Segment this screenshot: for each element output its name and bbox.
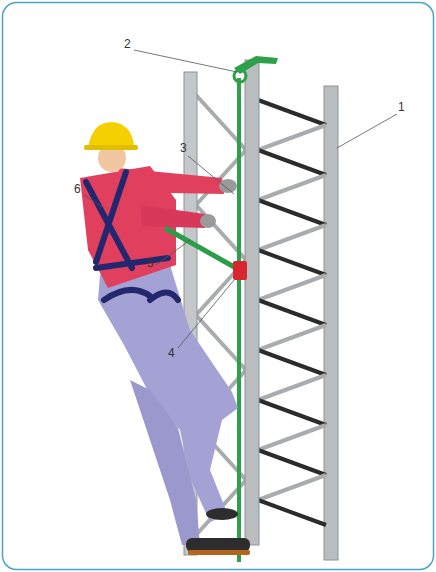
arm [140, 205, 205, 228]
trousers [130, 380, 200, 545]
leader-line [134, 50, 237, 72]
hard-hat-brim [84, 145, 138, 150]
callout-number: 4 [168, 346, 175, 360]
brace [258, 450, 326, 475]
callout-number: 3 [180, 141, 187, 155]
callout-number: 1 [398, 100, 405, 114]
brace [258, 200, 326, 225]
callout-number: 2 [124, 37, 131, 51]
leader-lines [84, 50, 397, 348]
leader-line [188, 156, 234, 194]
hard-hat [88, 122, 134, 148]
callout-number: 5 [147, 256, 154, 270]
brace [258, 250, 326, 275]
brace [258, 375, 326, 400]
leg-loop [104, 290, 150, 300]
callout-number: 6 [74, 182, 81, 196]
brace [258, 400, 326, 425]
brace [258, 225, 326, 250]
tower-leg [245, 60, 259, 545]
harness-strap [96, 172, 126, 262]
leader-line [337, 114, 397, 148]
harness [86, 172, 178, 300]
leader-line [178, 280, 234, 348]
brace [258, 325, 326, 350]
tower-bracing [196, 95, 326, 535]
boot [186, 538, 250, 552]
brace [258, 275, 326, 300]
boot [206, 508, 238, 520]
brace [258, 175, 326, 200]
harness-belt [96, 258, 168, 268]
boot-sole [188, 550, 250, 555]
glove [219, 179, 237, 193]
brace [258, 100, 326, 125]
brace [258, 425, 326, 450]
climber [80, 122, 250, 555]
safety-line [234, 56, 278, 562]
brace [258, 125, 326, 150]
brace [258, 500, 326, 525]
brace [258, 150, 326, 175]
leader-line [156, 240, 190, 265]
brace [258, 475, 326, 500]
guide-rope [237, 78, 241, 562]
brace [258, 350, 326, 375]
arm [118, 168, 224, 194]
frame [3, 3, 434, 570]
leader-line [84, 195, 104, 208]
leg-loop [150, 293, 178, 301]
fall-arrester [233, 261, 247, 280]
glove [200, 214, 216, 228]
lanyard [165, 228, 236, 268]
brace [258, 300, 326, 325]
